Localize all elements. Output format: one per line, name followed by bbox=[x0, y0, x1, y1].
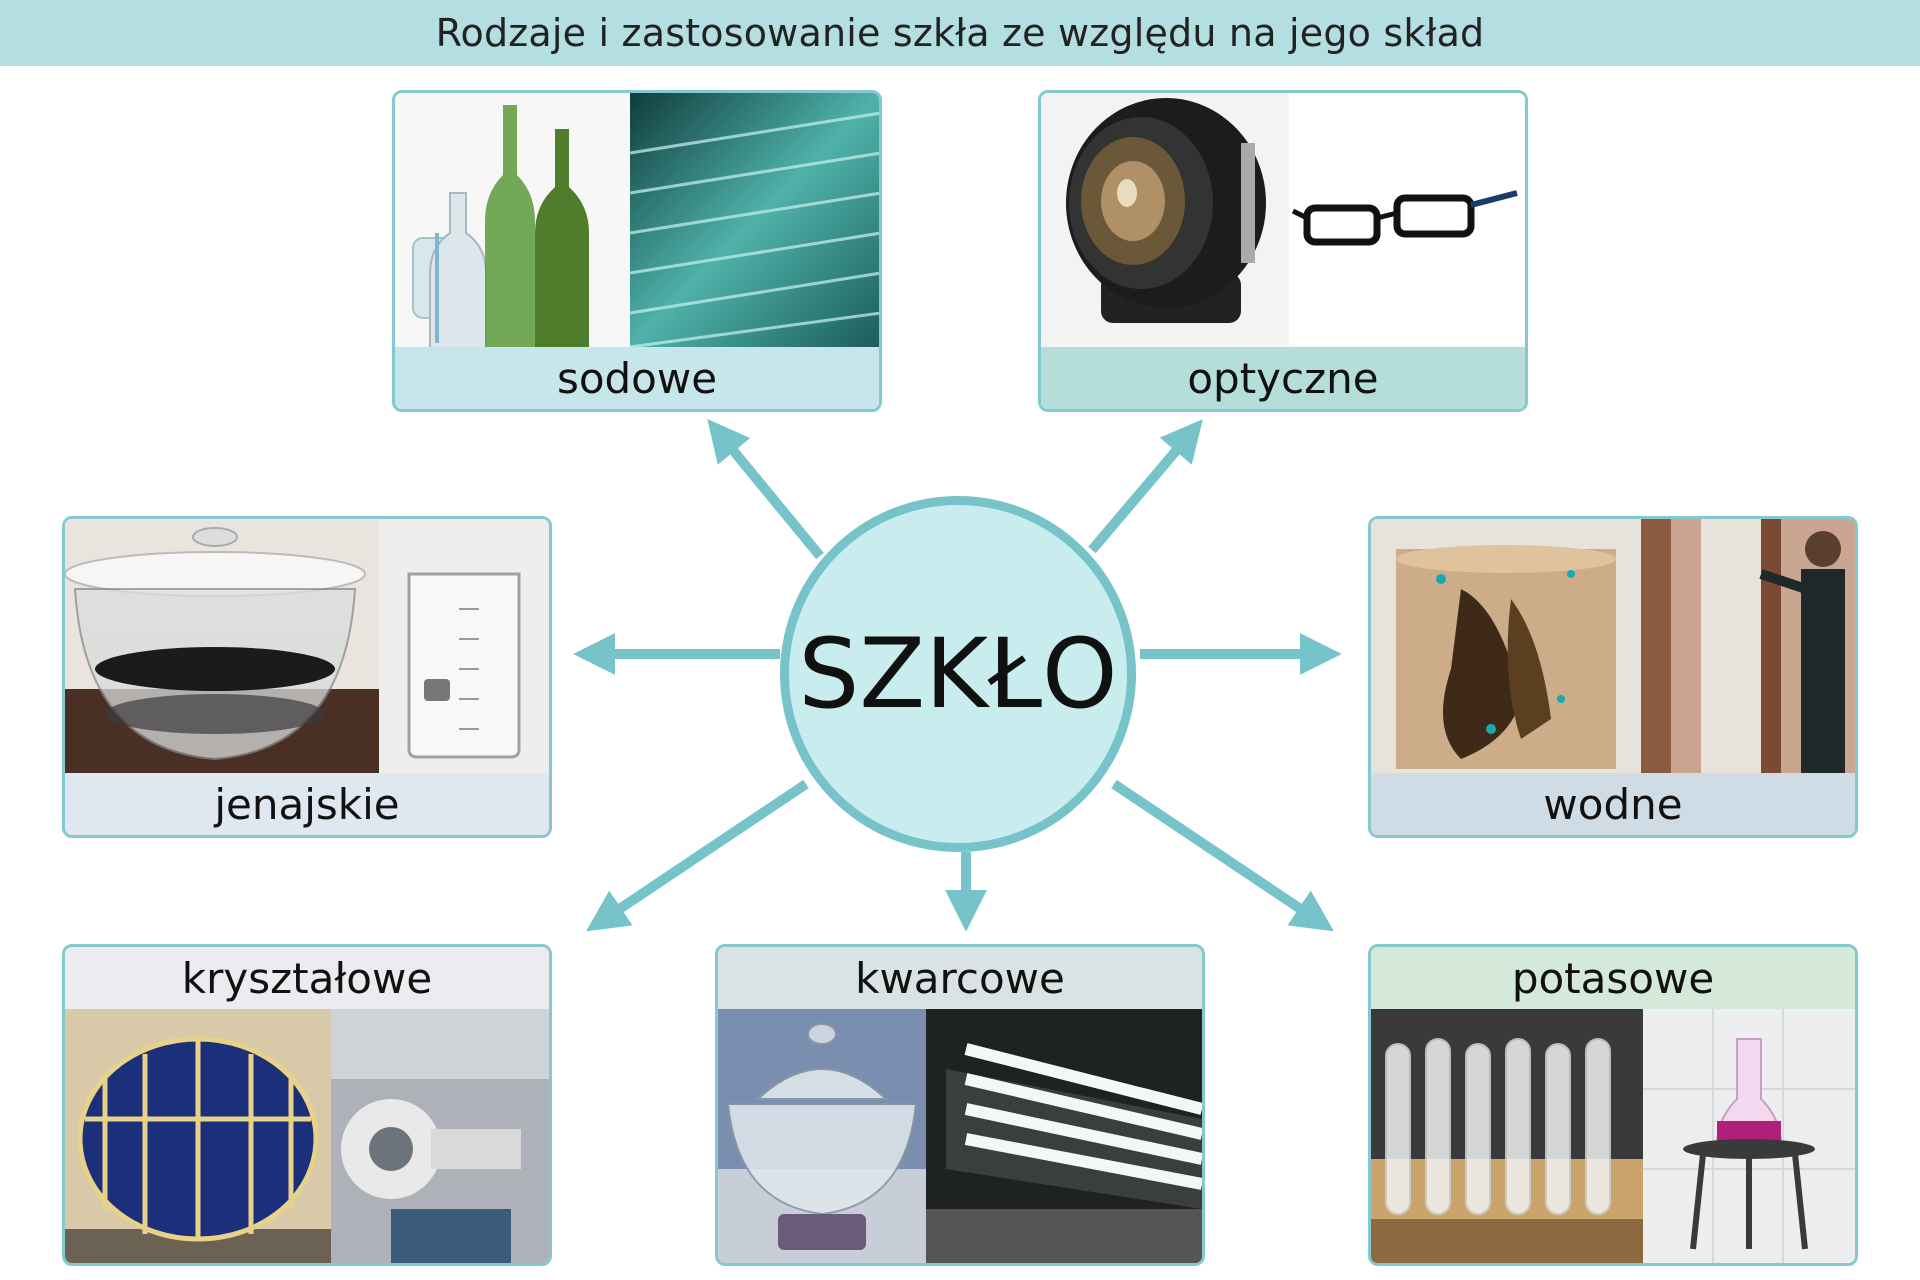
card-label-kwarcowe: kwarcowe bbox=[718, 947, 1202, 1009]
chemical-garden-jar-image bbox=[1371, 519, 1641, 773]
card-potasowe: potasowe bbox=[1368, 944, 1858, 1266]
crystal-vase-image bbox=[65, 1009, 331, 1263]
card-wodne: wodne bbox=[1368, 516, 1858, 838]
glass-panes-image bbox=[629, 93, 879, 347]
desiccator-image bbox=[718, 1009, 926, 1263]
laboratory-beaker-image bbox=[379, 519, 549, 773]
arrow-to-potasowe bbox=[1111, 779, 1334, 932]
fluorescent-lamps-image bbox=[926, 1009, 1202, 1263]
card-label-optyczne: optyczne bbox=[1041, 347, 1525, 409]
card-label-potasowe: potasowe bbox=[1371, 947, 1855, 1009]
mri-room-window-image bbox=[331, 1009, 549, 1263]
card-krysztalowe: kryształowe bbox=[62, 944, 552, 1266]
test-tubes-in-rack-image bbox=[1371, 1009, 1643, 1263]
card-optyczne: optyczne bbox=[1038, 90, 1528, 412]
arrow-to-krysztalowe bbox=[586, 779, 809, 932]
card-jenajskie: jenajskie bbox=[62, 516, 552, 838]
card-label-jenajskie: jenajskie bbox=[65, 773, 549, 835]
page-title: Rodzaje i zastosowanie szkła ze względu … bbox=[435, 11, 1485, 55]
worker-painting-wall-image bbox=[1641, 519, 1855, 773]
center-label: SZKŁO bbox=[798, 618, 1118, 730]
card-sodowe: sodowe bbox=[392, 90, 882, 412]
card-label-sodowe: sodowe bbox=[395, 347, 879, 409]
card-label-wodne: wodne bbox=[1371, 773, 1855, 835]
camera-lens-image bbox=[1041, 93, 1289, 347]
arrow-to-optyczne bbox=[1088, 419, 1203, 554]
card-label-krysztalowe: kryształowe bbox=[65, 947, 549, 1009]
flask-on-stand-image bbox=[1643, 1009, 1855, 1263]
title-bar: Rodzaje i zastosowanie szkła ze względu … bbox=[0, 0, 1920, 66]
glass-bottles-image bbox=[395, 93, 630, 347]
center-circle: SZKŁO bbox=[780, 496, 1136, 852]
glass-bowl-with-lid-image bbox=[65, 519, 379, 773]
card-kwarcowe: kwarcowe bbox=[715, 944, 1205, 1266]
eyeglasses-image bbox=[1288, 93, 1525, 347]
arrow-to-sodowe bbox=[707, 419, 824, 560]
